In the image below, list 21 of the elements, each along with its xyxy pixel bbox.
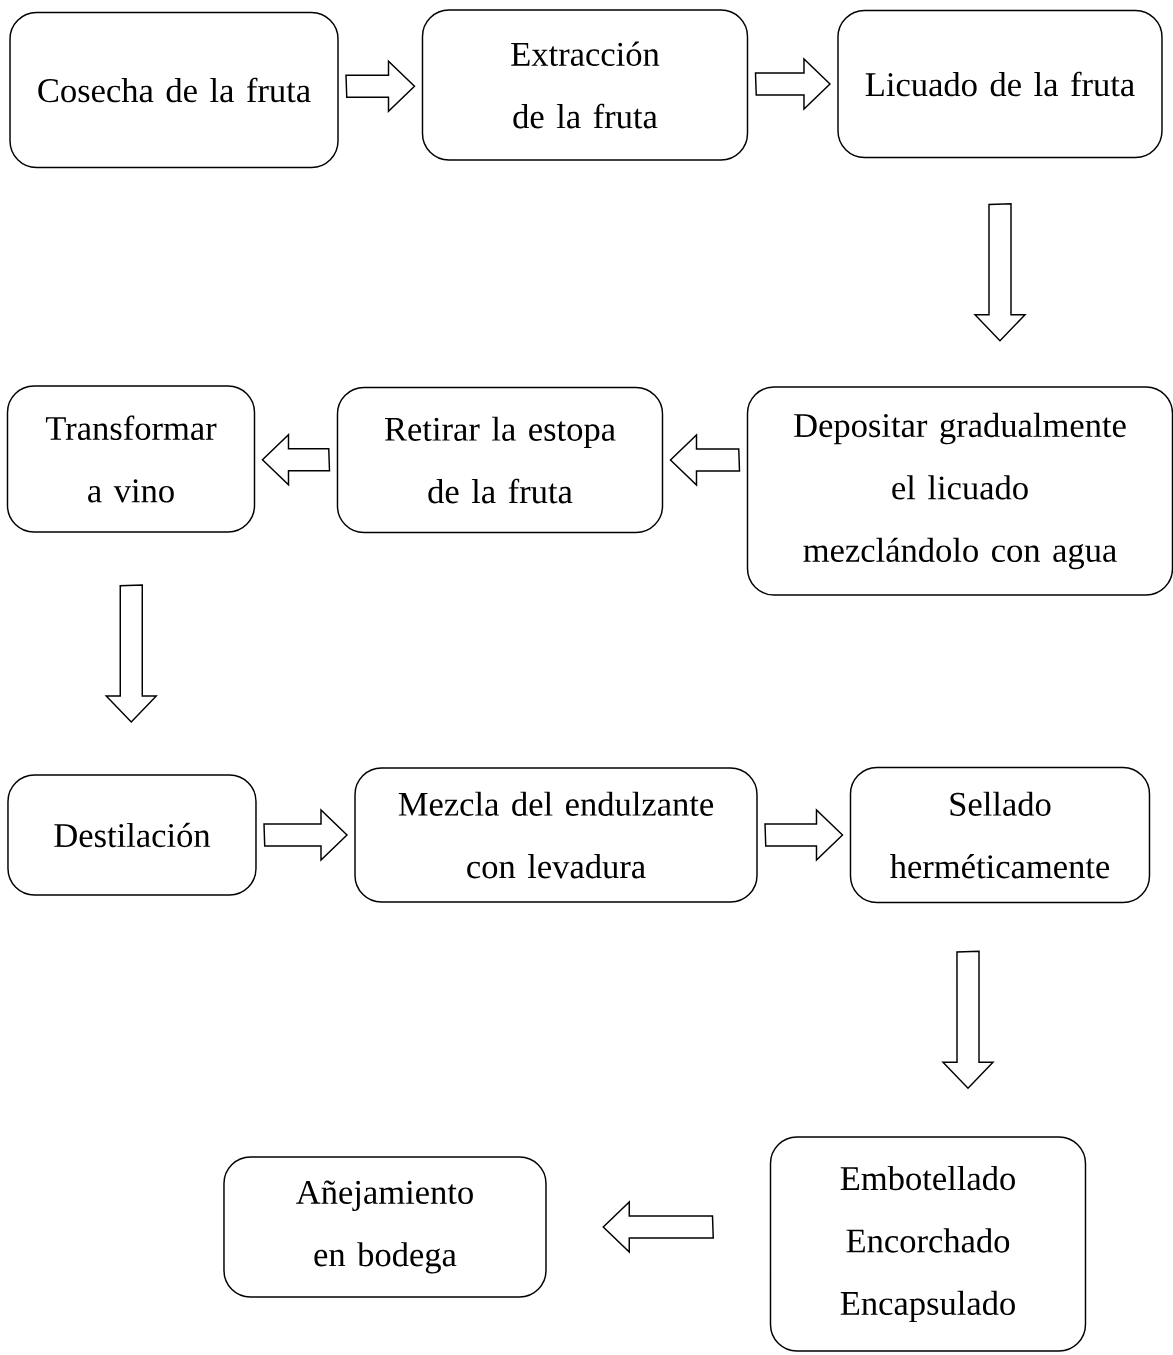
process-box: Mezcla del endulzante con levadura xyxy=(354,767,758,903)
block-arrow xyxy=(104,584,158,724)
process-box: Depositar gradualmente el licuado mezclándolo con agua xyxy=(746,386,1173,596)
block-arrow xyxy=(602,1200,714,1254)
block-arrow xyxy=(263,808,349,862)
process-box: Sellado herméticamente xyxy=(849,766,1151,904)
block-arrow xyxy=(261,433,331,487)
block-arrow xyxy=(669,433,741,487)
process-box: Embotellado Encorchado Encapsulado xyxy=(769,1136,1087,1352)
process-box: Añejamiento en bodega xyxy=(223,1156,547,1298)
block-arrow xyxy=(941,950,995,1090)
process-box: Extracción de la fruta xyxy=(421,9,749,161)
process-box: Cosecha de la fruta xyxy=(9,11,339,169)
process-box: Licuado de la fruta xyxy=(837,9,1163,159)
block-arrow xyxy=(973,203,1027,342)
block-arrow xyxy=(754,57,832,111)
process-box: Transformar a vino xyxy=(6,385,256,533)
block-arrow xyxy=(345,59,416,113)
process-box: Destilación xyxy=(7,774,257,896)
process-box: Retirar la estopa de la fruta xyxy=(336,386,664,534)
block-arrow xyxy=(764,808,844,862)
